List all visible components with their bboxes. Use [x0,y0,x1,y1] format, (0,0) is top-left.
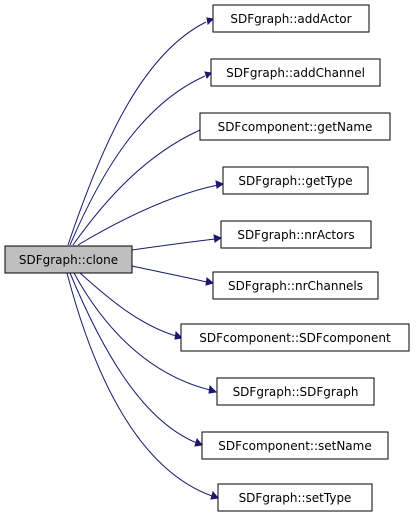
node-setname-label: SDFcomponent::setName [218,439,371,453]
node-root-clone[interactable]: SDFgraph::clone [4,245,133,274]
edges [66,17,225,500]
edge-setname-arrow [194,437,203,447]
edge-addactor [67,21,207,246]
node-addchannel-label: SDFgraph::addChannel [226,66,365,80]
node-gettype[interactable]: SDFgraph::getType [222,166,369,195]
node-settype-label: SDFgraph::setType [239,491,352,505]
node-addchannel[interactable]: SDFgraph::addChannel [210,58,381,87]
node-gettype-label: SDFgraph::getType [238,174,352,188]
edge-nractors-arrow [213,234,223,243]
edge-sdfgraph [73,272,211,391]
node-root-label: SDFgraph::clone [19,253,118,267]
edge-settype-arrow [210,490,219,500]
node-sdfcomponent-label: SDFcomponent::SDFcomponent [199,331,391,345]
edge-addchannel [69,75,206,246]
node-getname[interactable]: SDFcomponent::getName [199,112,391,141]
node-setname[interactable]: SDFcomponent::setName [201,431,389,460]
edge-sdfgraph-arrow [208,384,218,394]
edge-sdfcomponent [79,272,177,337]
node-nrchannels-label: SDFgraph::nrChannels [228,279,363,293]
edge-nrchannels-arrow [205,277,215,286]
edge-setname [69,272,198,444]
node-nractors[interactable]: SDFgraph::nrActors [220,220,372,249]
node-nrchannels[interactable]: SDFgraph::nrChannels [212,271,379,300]
edge-nrchannels [131,265,208,283]
node-sdfcomponent[interactable]: SDFcomponent::SDFcomponent [180,323,410,352]
edge-sdfcomponent-arrow [174,330,184,340]
node-sdfgraph-label: SDFgraph::SDFgraph [233,385,359,399]
edge-getname [72,129,201,246]
edge-gettype [77,184,219,246]
node-addactor-label: SDFgraph::addActor [230,12,351,26]
node-settype[interactable]: SDFgraph::setType [217,483,373,512]
node-getname-label: SDFcomponent::getName [218,120,373,134]
edge-addchannel-arrow [204,71,212,80]
nodes: SDFgraph::clone SDFgraph::addActor SDFgr… [4,4,410,512]
node-addactor[interactable]: SDFgraph::addActor [212,4,370,33]
edge-addactor-arrow [206,17,215,26]
edge-settype [66,272,213,497]
edge-nractors [131,238,216,251]
node-nractors-label: SDFgraph::nrActors [237,228,354,242]
edge-gettype-arrow [215,180,225,189]
node-sdfgraph[interactable]: SDFgraph::SDFgraph [216,377,375,406]
